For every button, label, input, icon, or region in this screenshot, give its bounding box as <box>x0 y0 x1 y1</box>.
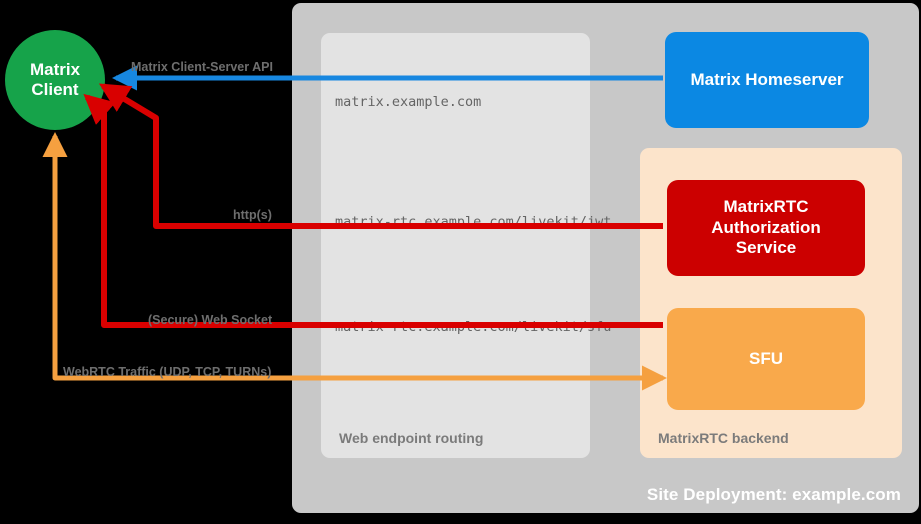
node-sfu-label: SFU <box>749 348 783 368</box>
flow-label-matrix-client-server-api: Matrix Client-Server API <box>131 60 273 74</box>
auth-label-line2: Authorization <box>711 217 821 237</box>
client-label-line2: Client <box>31 80 79 99</box>
auth-label-line1: MatrixRTC <box>723 196 809 216</box>
auth-label-line3: Service <box>735 238 797 258</box>
node-matrix-homeserver[interactable]: Matrix Homeserver <box>665 32 869 128</box>
web-endpoint-routing-label: Web endpoint routing <box>339 430 484 446</box>
endpoint-livekit-jwt: matrix-rtc.example.com/livekit/jwt <box>335 214 612 230</box>
node-matrix-client[interactable]: Matrix Client <box>5 30 105 130</box>
node-matrix-homeserver-label: Matrix Homeserver <box>690 69 844 89</box>
node-sfu[interactable]: SFU <box>667 308 865 410</box>
node-matrixrtc-authorization-service-label: MatrixRTC Authorization Service <box>711 197 821 259</box>
endpoint-livekit-sfu: matrix-rtc.example.com/livekit/sfu <box>335 319 612 335</box>
endpoint-matrix: matrix.example.com <box>335 94 482 110</box>
flow-label-websocket: (Secure) Web Socket <box>148 313 273 327</box>
flow-label-https: http(s) <box>233 208 272 222</box>
node-matrixrtc-authorization-service[interactable]: MatrixRTC Authorization Service <box>667 180 865 276</box>
web-endpoint-routing-box: matrix.example.com matrix-rtc.example.co… <box>321 33 611 458</box>
flow-label-webrtc: WebRTC Traffic (UDP, TCP, TURNs) <box>63 365 272 379</box>
client-label-line1: Matrix <box>29 59 81 79</box>
node-matrix-client-label: Matrix Client <box>30 60 80 101</box>
site-deployment-label: Site Deployment: example.com <box>646 485 901 504</box>
matrixrtc-backend-label: MatrixRTC backend <box>658 430 789 446</box>
